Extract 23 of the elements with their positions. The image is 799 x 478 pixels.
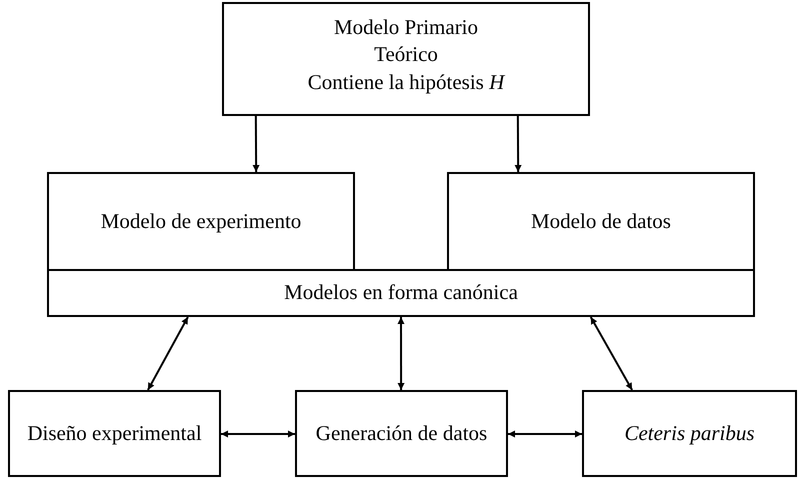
box-label: Modelos en forma canónica	[284, 279, 518, 306]
arrow	[398, 317, 405, 390]
arrow	[147, 316, 189, 390]
box-label: Contiene la hipótesis H	[308, 68, 504, 96]
process-box	[295, 390, 508, 477]
process-box	[222, 2, 590, 116]
box-label: Modelo de datos	[531, 208, 671, 235]
arrow	[252, 116, 260, 172]
arrow	[508, 430, 582, 438]
arrow	[514, 116, 522, 172]
box-label: Generación de datos	[316, 420, 488, 447]
process-box	[47, 172, 355, 271]
box-label: Teórico	[374, 41, 438, 68]
process-box	[447, 172, 755, 271]
box-label: Diseño experimental	[27, 420, 202, 447]
process-box	[582, 390, 797, 477]
box-label: Modelo Primario	[334, 14, 478, 41]
box-label: Ceteris paribus	[624, 420, 755, 447]
arrow	[590, 316, 633, 390]
process-box	[47, 269, 755, 317]
arrow	[221, 430, 295, 438]
process-box	[8, 390, 221, 477]
box-label: Modelo de experimento	[100, 208, 302, 235]
